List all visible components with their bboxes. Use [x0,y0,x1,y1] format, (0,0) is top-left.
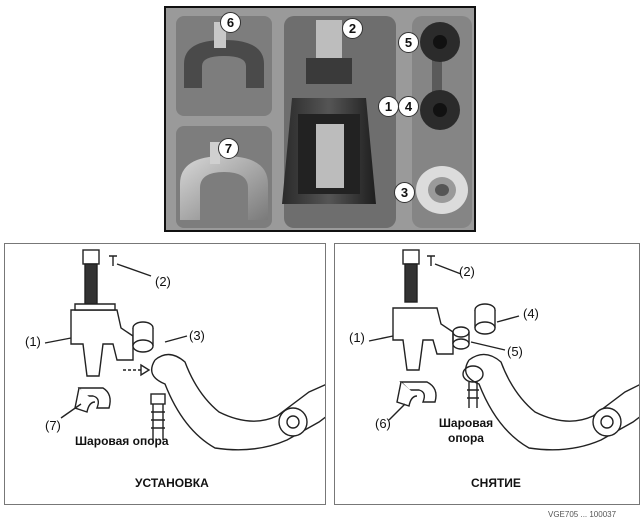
install-panel: (2) (1) (3) (7) Шаровая опора УСТАНОВКА [4,243,326,505]
badge-4: 4 [398,96,419,117]
install-title: УСТАНОВКА [135,476,209,490]
badge-3: 3 [394,182,415,203]
ball-joint-caption: Шаровая опора [75,434,169,448]
label-2: (2) [155,274,171,289]
badge-1: 1 [378,96,399,117]
removal-title: СНЯТИЕ [471,476,521,490]
badge-6: 6 [220,12,241,33]
ball-joint-caption: Шаровая опора [431,416,501,446]
badge-5: 5 [398,32,419,53]
label-5: (5) [507,344,523,359]
tool-kit-photo: 6 2 5 1 4 7 3 [164,6,476,232]
label-6: (6) [375,416,391,431]
removal-diagram [368,249,639,451]
footer-code: VGE705 ... 100037 [548,510,617,519]
badge-2: 2 [342,18,363,39]
label-3: (3) [189,328,205,343]
label-2: (2) [459,264,475,279]
label-1: (1) [25,334,41,349]
install-diagram [44,249,325,451]
label-1: (1) [349,330,365,345]
fork-6-shape [184,40,264,88]
tool-kit-photo-drawing [166,8,474,230]
label-7: (7) [45,418,61,433]
fork-7-shape [180,156,268,220]
badge-7: 7 [218,138,239,159]
ball-joint-caption-line1: Шаровая [438,416,494,430]
label-4: (4) [523,306,539,321]
removal-panel: (2) (4) (1) (5) (6) Шаровая опора СНЯТИЕ [334,243,640,505]
ball-joint-caption-line2: опора [448,431,484,445]
